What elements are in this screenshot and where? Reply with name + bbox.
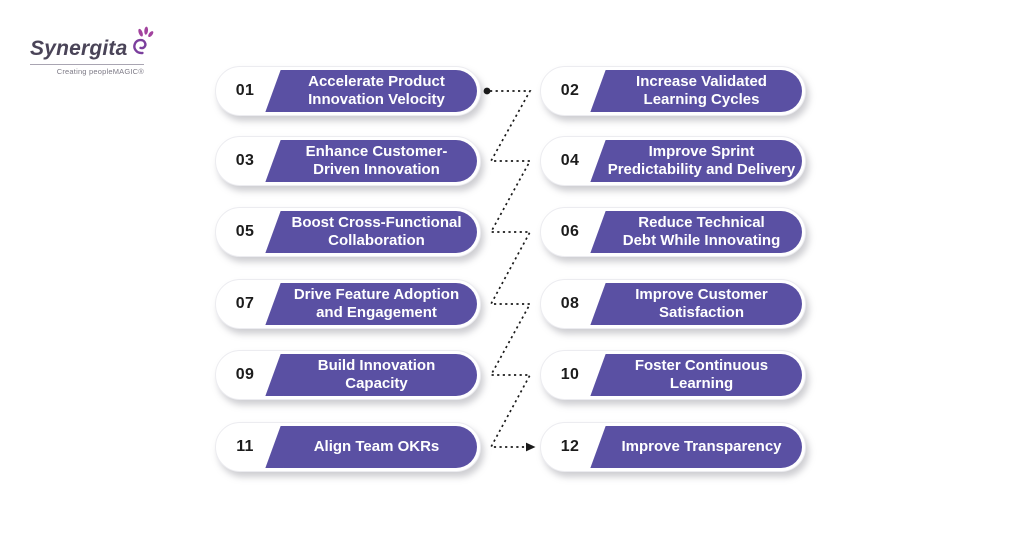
connector-start-dot [483,87,491,95]
pill-label-line2: Learning Cycles [643,91,760,108]
pill-number: 11 [236,438,254,455]
pill-label-line1: Drive Feature Adoption [293,285,460,303]
brand-tagline: Creating peopleMAGIC® [56,67,144,76]
pill-label-line2: Collaboration [328,232,425,249]
pill-label-line2: Capacity [345,375,408,392]
pill-label-line2: Debt While Innovating [622,232,781,249]
pill-number: 03 [235,152,255,169]
pill-item-06: 06 Reduce Technical Debt While Innovatin… [540,207,806,257]
pill-label-band: Boost Cross-Functional Collaboration [282,211,477,253]
peacock-swirl-icon [130,26,154,61]
pill-item-01: 01 Accelerate Product Innovation Velocit… [215,66,481,116]
pill-item-04: 04 Improve Sprint Predictability and Del… [540,136,806,186]
pill-label-band: Increase Validated Learning Cycles [607,70,802,112]
pill-label-line1: Enhance Customer- [305,142,448,160]
pill-label-line1: Reduce Technical [638,213,765,231]
pill-label-line1: Improve Customer [635,285,768,303]
pill-number: 06 [560,223,580,240]
pill-item-09: 09 Build Innovation Capacity [215,350,481,400]
pill-label-band: Improve Customer Satisfaction [607,283,802,325]
pill-number: 07 [235,295,255,312]
pill-label-band: Enhance Customer- Driven Innovation [282,140,477,182]
pill-label-line1: Accelerate Product [308,72,445,90]
pill-number: 09 [235,366,255,383]
pill-label-line1: Improve Transparency [621,437,782,455]
pill-label-line1: Align Team OKRs [313,437,440,455]
pill-label-line1: Build Innovation [317,356,436,374]
pill-item-03: 03 Enhance Customer- Driven Innovation [215,136,481,186]
pill-label-band: Improve Sprint Predictability and Delive… [607,140,802,182]
pill-item-12: 12 Improve Transparency [540,422,806,472]
pill-label-line1: Improve Sprint [648,142,755,160]
pill-label-line1: Boost Cross-Functional [291,213,462,231]
pill-label-band: Reduce Technical Debt While Innovating [607,211,802,253]
pill-number: 01 [235,82,255,99]
pill-label-line2: Predictability and Delivery [607,161,796,178]
connector-dotted-path [489,90,532,448]
pill-label-line2: and Engagement [316,304,437,321]
pill-label-line2: Innovation Velocity [308,91,445,108]
pill-number: 08 [560,295,580,312]
pill-item-11: 11 Align Team OKRs [215,422,481,472]
pill-label-line1: Increase Validated [636,72,767,90]
brand-logo: Synergita Creating peopleMAGIC® [30,26,153,76]
pill-label-line1: Foster Continuous [634,356,769,374]
pill-label-band: Build Innovation Capacity [282,354,477,396]
pill-number: 10 [560,366,580,383]
pill-label-band: Improve Transparency [607,426,802,468]
pill-label-band: Align Team OKRs [282,426,477,468]
pill-item-05: 05 Boost Cross-Functional Collaboration [215,207,481,257]
pill-label-line2: Driven Innovation [313,161,440,178]
pill-label-band: Drive Feature Adoption and Engagement [282,283,477,325]
pill-item-10: 10 Foster Continuous Learning [540,350,806,400]
pill-label-line2: Satisfaction [658,304,745,321]
pill-number: 04 [560,152,580,169]
pill-number: 05 [235,223,255,240]
pill-number: 02 [560,82,580,99]
pill-number: 12 [560,438,580,455]
pill-item-02: 02 Increase Validated Learning Cycles [540,66,806,116]
pill-item-08: 08 Improve Customer Satisfaction [540,279,806,329]
pill-label-band: Foster Continuous Learning [607,354,802,396]
logo-divider [30,64,144,65]
connector-arrowhead [526,442,536,452]
pill-item-07: 07 Drive Feature Adoption and Engagement [215,279,481,329]
pill-label-band: Accelerate Product Innovation Velocity [282,70,477,112]
brand-name: Synergita [30,37,128,60]
pill-label-line2: Learning [669,375,734,392]
